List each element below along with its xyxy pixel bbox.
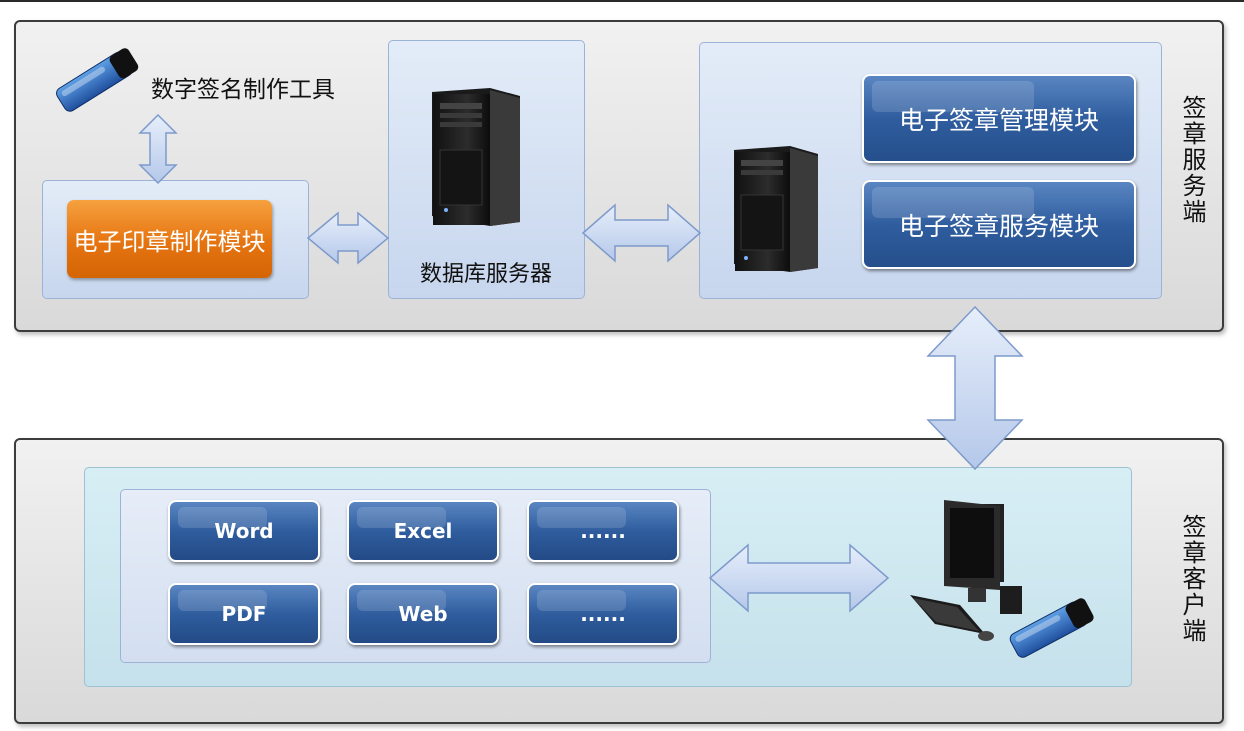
signature-tool-label: 数字签名制作工具	[151, 77, 335, 103]
client-usb-key-icon	[1009, 598, 1094, 658]
format-more-1: ......	[527, 500, 679, 562]
arrow-server-to-client	[926, 305, 1024, 471]
format-web: Web	[347, 583, 499, 645]
client-side-label: 签章客户端	[1178, 514, 1206, 644]
management-module: 电子签章管理模块	[862, 74, 1136, 163]
seal-production-module: 电子印章制作模块	[67, 200, 272, 278]
format-word: Word	[168, 500, 320, 562]
signature-server-icon	[734, 146, 818, 272]
format-excel: Excel	[347, 500, 499, 562]
server-side-label: 签章服务端	[1178, 95, 1206, 225]
service-module: 电子签章服务模块	[862, 180, 1136, 269]
usb-key-icon	[56, 48, 139, 112]
database-server-icon	[432, 88, 520, 226]
client-computer-icon	[910, 500, 1022, 641]
format-pdf: PDF	[168, 583, 320, 645]
arrow-seal-to-db	[306, 211, 390, 265]
arrow-tool-to-seal	[138, 113, 178, 185]
top-rule	[0, 0, 1244, 2]
database-server-label: 数据库服务器	[420, 262, 553, 287]
format-more-2: ......	[527, 583, 679, 645]
arrow-db-to-server	[581, 203, 702, 263]
arrow-formats-to-computer	[708, 543, 890, 613]
